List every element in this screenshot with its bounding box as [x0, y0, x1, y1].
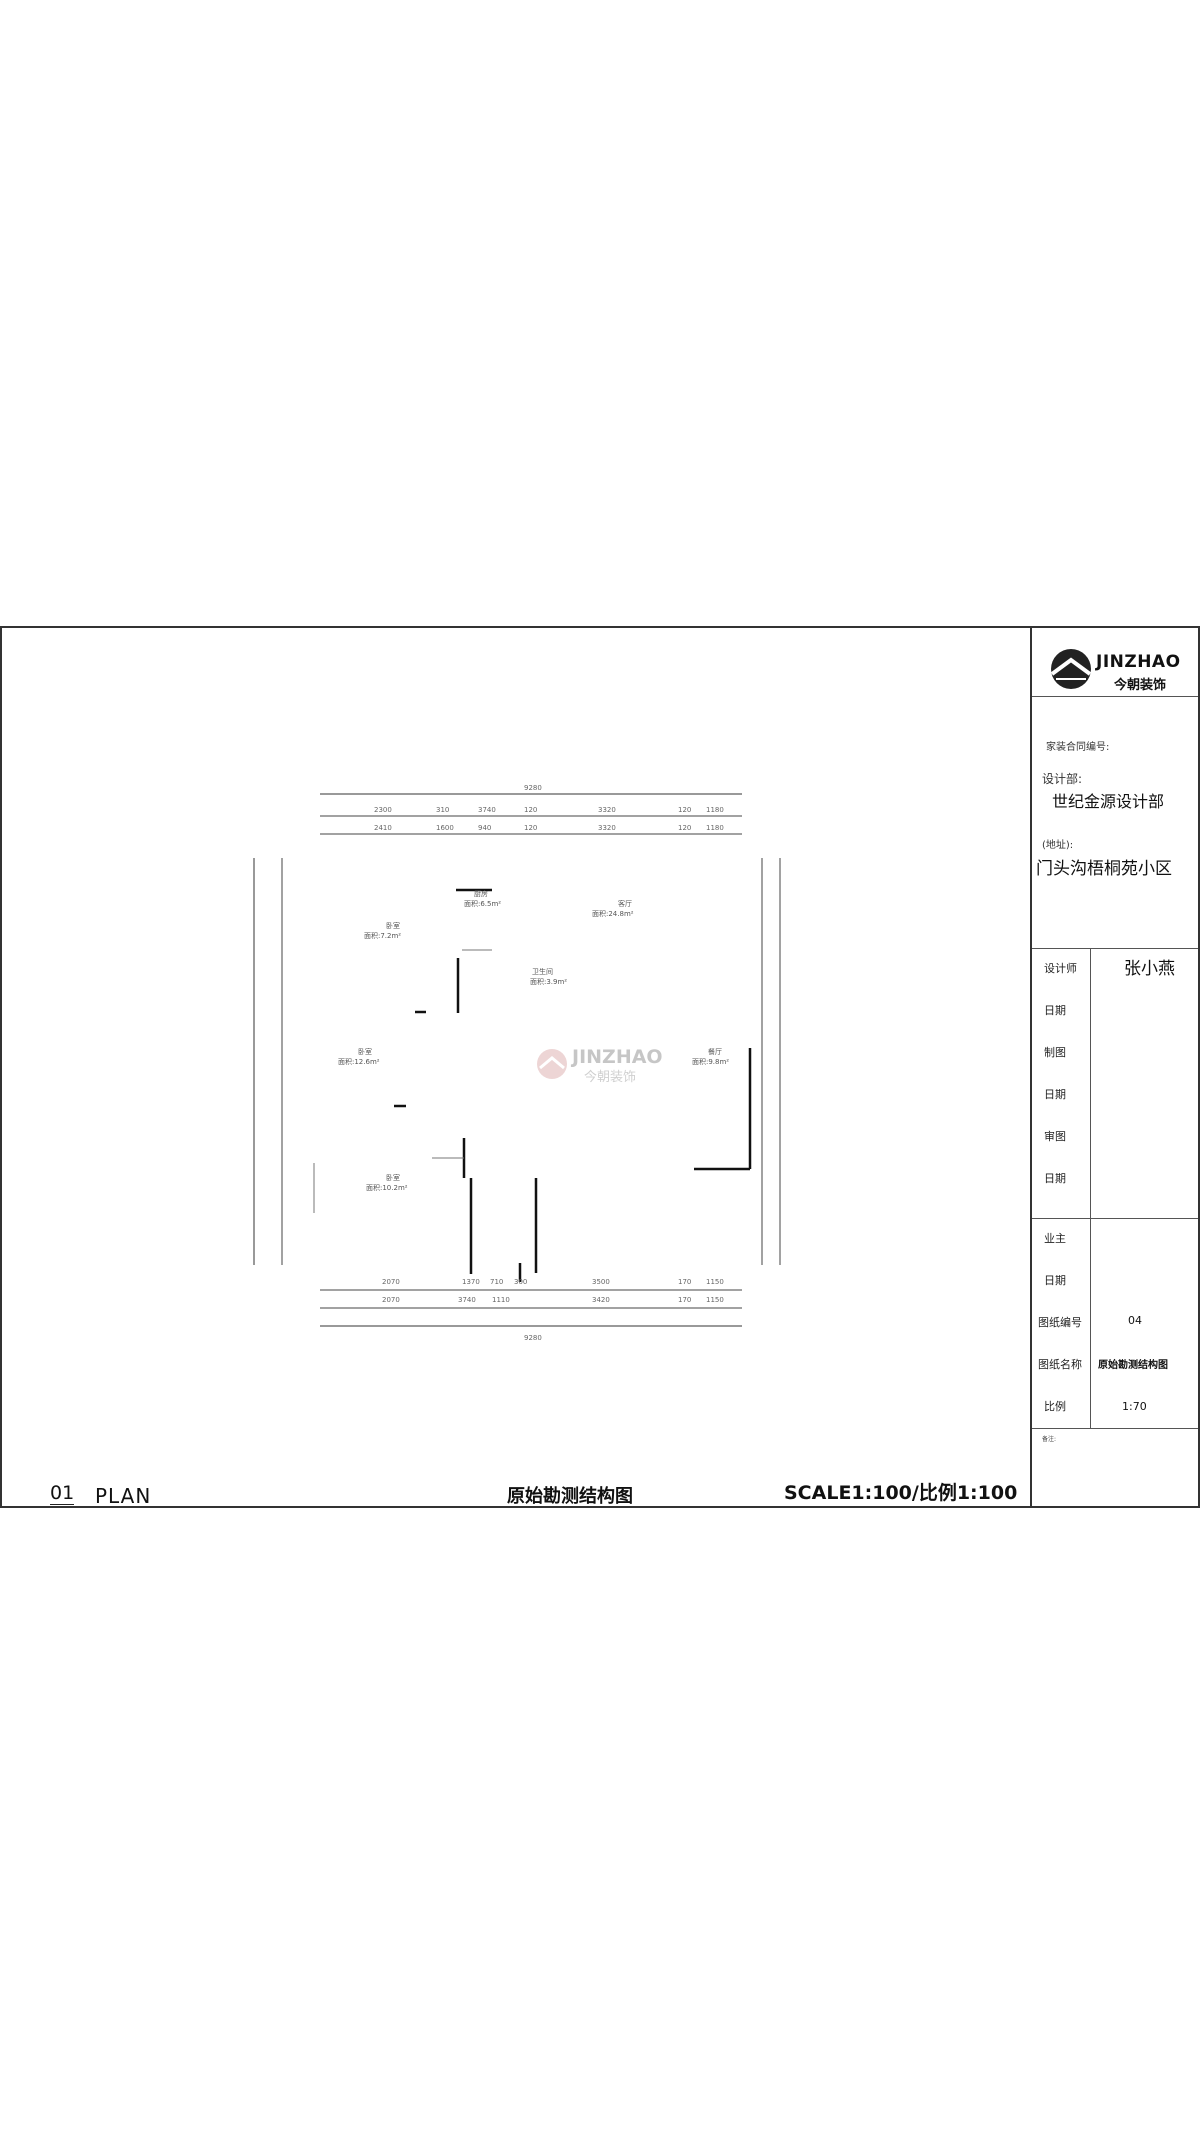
svg-text:1180: 1180: [706, 824, 724, 832]
svg-text:2300: 2300: [374, 806, 392, 814]
svg-text:9280: 9280: [524, 784, 542, 792]
svg-text:1110: 1110: [492, 1296, 510, 1304]
svg-text:1600: 1600: [436, 824, 454, 832]
watermark-sub: 今朝装饰: [584, 1070, 637, 1085]
svg-text:3740: 3740: [458, 1296, 476, 1304]
svg-text:2070: 2070: [382, 1296, 400, 1304]
row-label: 日期: [1044, 1172, 1066, 1185]
svg-text:940: 940: [478, 824, 491, 832]
svg-text:120: 120: [524, 806, 537, 814]
address-label: (地址):: [1042, 840, 1074, 851]
drawing-number: 01: [50, 1482, 75, 1505]
row-label: 审图: [1044, 1130, 1066, 1143]
svg-text:面积:9.8m²: 面积:9.8m²: [692, 1057, 729, 1066]
separator: [1032, 948, 1198, 949]
scale-label: SCALE1:100/比例1:100: [784, 1482, 1018, 1504]
svg-text:170: 170: [678, 1296, 691, 1304]
svg-text:面积:6.5m²: 面积:6.5m²: [464, 899, 501, 908]
company-brand-sub: 今朝装饰: [1114, 678, 1167, 693]
svg-text:餐厅: 餐厅: [708, 1047, 722, 1056]
svg-text:3320: 3320: [598, 806, 616, 814]
floor-plan-area: 卧室面积:7.2m² 客厅面积:24.8m² 厨房面积:6.5m² 卧室面积:1…: [2, 628, 1030, 1508]
table-divider: [1090, 1218, 1091, 1428]
svg-text:120: 120: [678, 824, 691, 832]
svg-text:面积:24.8m²: 面积:24.8m²: [592, 909, 634, 918]
watermark-logo: JINZHAO 今朝装饰: [534, 1046, 684, 1086]
row-label: 制图: [1044, 1046, 1066, 1059]
svg-text:2410: 2410: [374, 824, 392, 832]
svg-text:710: 710: [490, 1278, 503, 1286]
svg-text:卧室: 卧室: [358, 1047, 372, 1056]
svg-text:面积:12.6m²: 面积:12.6m²: [338, 1057, 380, 1066]
svg-text:2070: 2070: [382, 1278, 400, 1286]
row-label: 日期: [1044, 1088, 1066, 1101]
scale-value: 1:70: [1122, 1400, 1147, 1413]
svg-text:3320: 3320: [598, 824, 616, 832]
company-logo: [1048, 646, 1198, 706]
designer-name: 张小燕: [1124, 959, 1175, 979]
design-dept-value: 世纪金源设计部: [1052, 792, 1165, 811]
drawing-number-value: 04: [1128, 1314, 1142, 1327]
svg-text:170: 170: [678, 1278, 691, 1286]
company-emblem-icon: [1050, 649, 1092, 689]
svg-text:1370: 1370: [462, 1278, 480, 1286]
row-label: 业主: [1044, 1232, 1066, 1245]
svg-text:310: 310: [436, 806, 449, 814]
notes: 备注:: [1042, 1436, 1057, 1443]
svg-text:3740: 3740: [478, 806, 496, 814]
table-divider: [1090, 948, 1091, 1218]
svg-text:卧室: 卧室: [386, 921, 400, 930]
row-label: 日期: [1044, 1274, 1066, 1287]
svg-text:300: 300: [514, 1278, 527, 1286]
svg-text:1150: 1150: [706, 1296, 724, 1304]
svg-text:厨房: 厨房: [474, 889, 488, 898]
separator: [1032, 1428, 1198, 1429]
svg-text:9280: 9280: [524, 1334, 542, 1342]
title-block: JINZHAO 今朝装饰 家装合同编号: 设计部: 世纪金源设计部 (地址): …: [1030, 628, 1198, 1506]
svg-text:客厅: 客厅: [618, 899, 632, 908]
row-label: 图纸编号: [1038, 1316, 1082, 1329]
separator: [1032, 696, 1198, 697]
svg-text:3500: 3500: [592, 1278, 610, 1286]
watermark-emblem-icon: [537, 1049, 567, 1079]
row-label: 图纸名称: [1038, 1358, 1082, 1371]
svg-text:卫生间: 卫生间: [532, 967, 553, 976]
design-dept-label: 设计部:: [1042, 772, 1083, 786]
watermark-brand: JINZHAO: [572, 1046, 663, 1068]
svg-text:卧室: 卧室: [386, 1173, 400, 1182]
svg-text:面积:3.9m²: 面积:3.9m²: [530, 977, 567, 986]
plan-label: PLAN: [95, 1484, 152, 1508]
contract-label: 家装合同编号:: [1046, 742, 1110, 753]
drawing-name-value: 原始勘测结构图: [1098, 1360, 1168, 1371]
drawing-sheet: 卧室面积:7.2m² 客厅面积:24.8m² 厨房面积:6.5m² 卧室面积:1…: [0, 626, 1200, 1508]
svg-text:1180: 1180: [706, 806, 724, 814]
row-label: 比例: [1044, 1400, 1066, 1413]
svg-text:面积:7.2m²: 面积:7.2m²: [364, 931, 401, 940]
row-label: 日期: [1044, 1004, 1066, 1017]
svg-text:面积:10.2m²: 面积:10.2m²: [366, 1183, 408, 1192]
drawing-title: 原始勘测结构图: [507, 1486, 633, 1507]
row-label: 设计师: [1044, 962, 1077, 975]
svg-text:120: 120: [678, 806, 691, 814]
svg-text:120: 120: [524, 824, 537, 832]
company-brand: JINZHAO: [1096, 652, 1181, 672]
svg-text:1150: 1150: [706, 1278, 724, 1286]
address-value: 门头沟梧桐苑小区: [1036, 859, 1172, 879]
separator: [1032, 1218, 1198, 1219]
svg-text:3420: 3420: [592, 1296, 610, 1304]
